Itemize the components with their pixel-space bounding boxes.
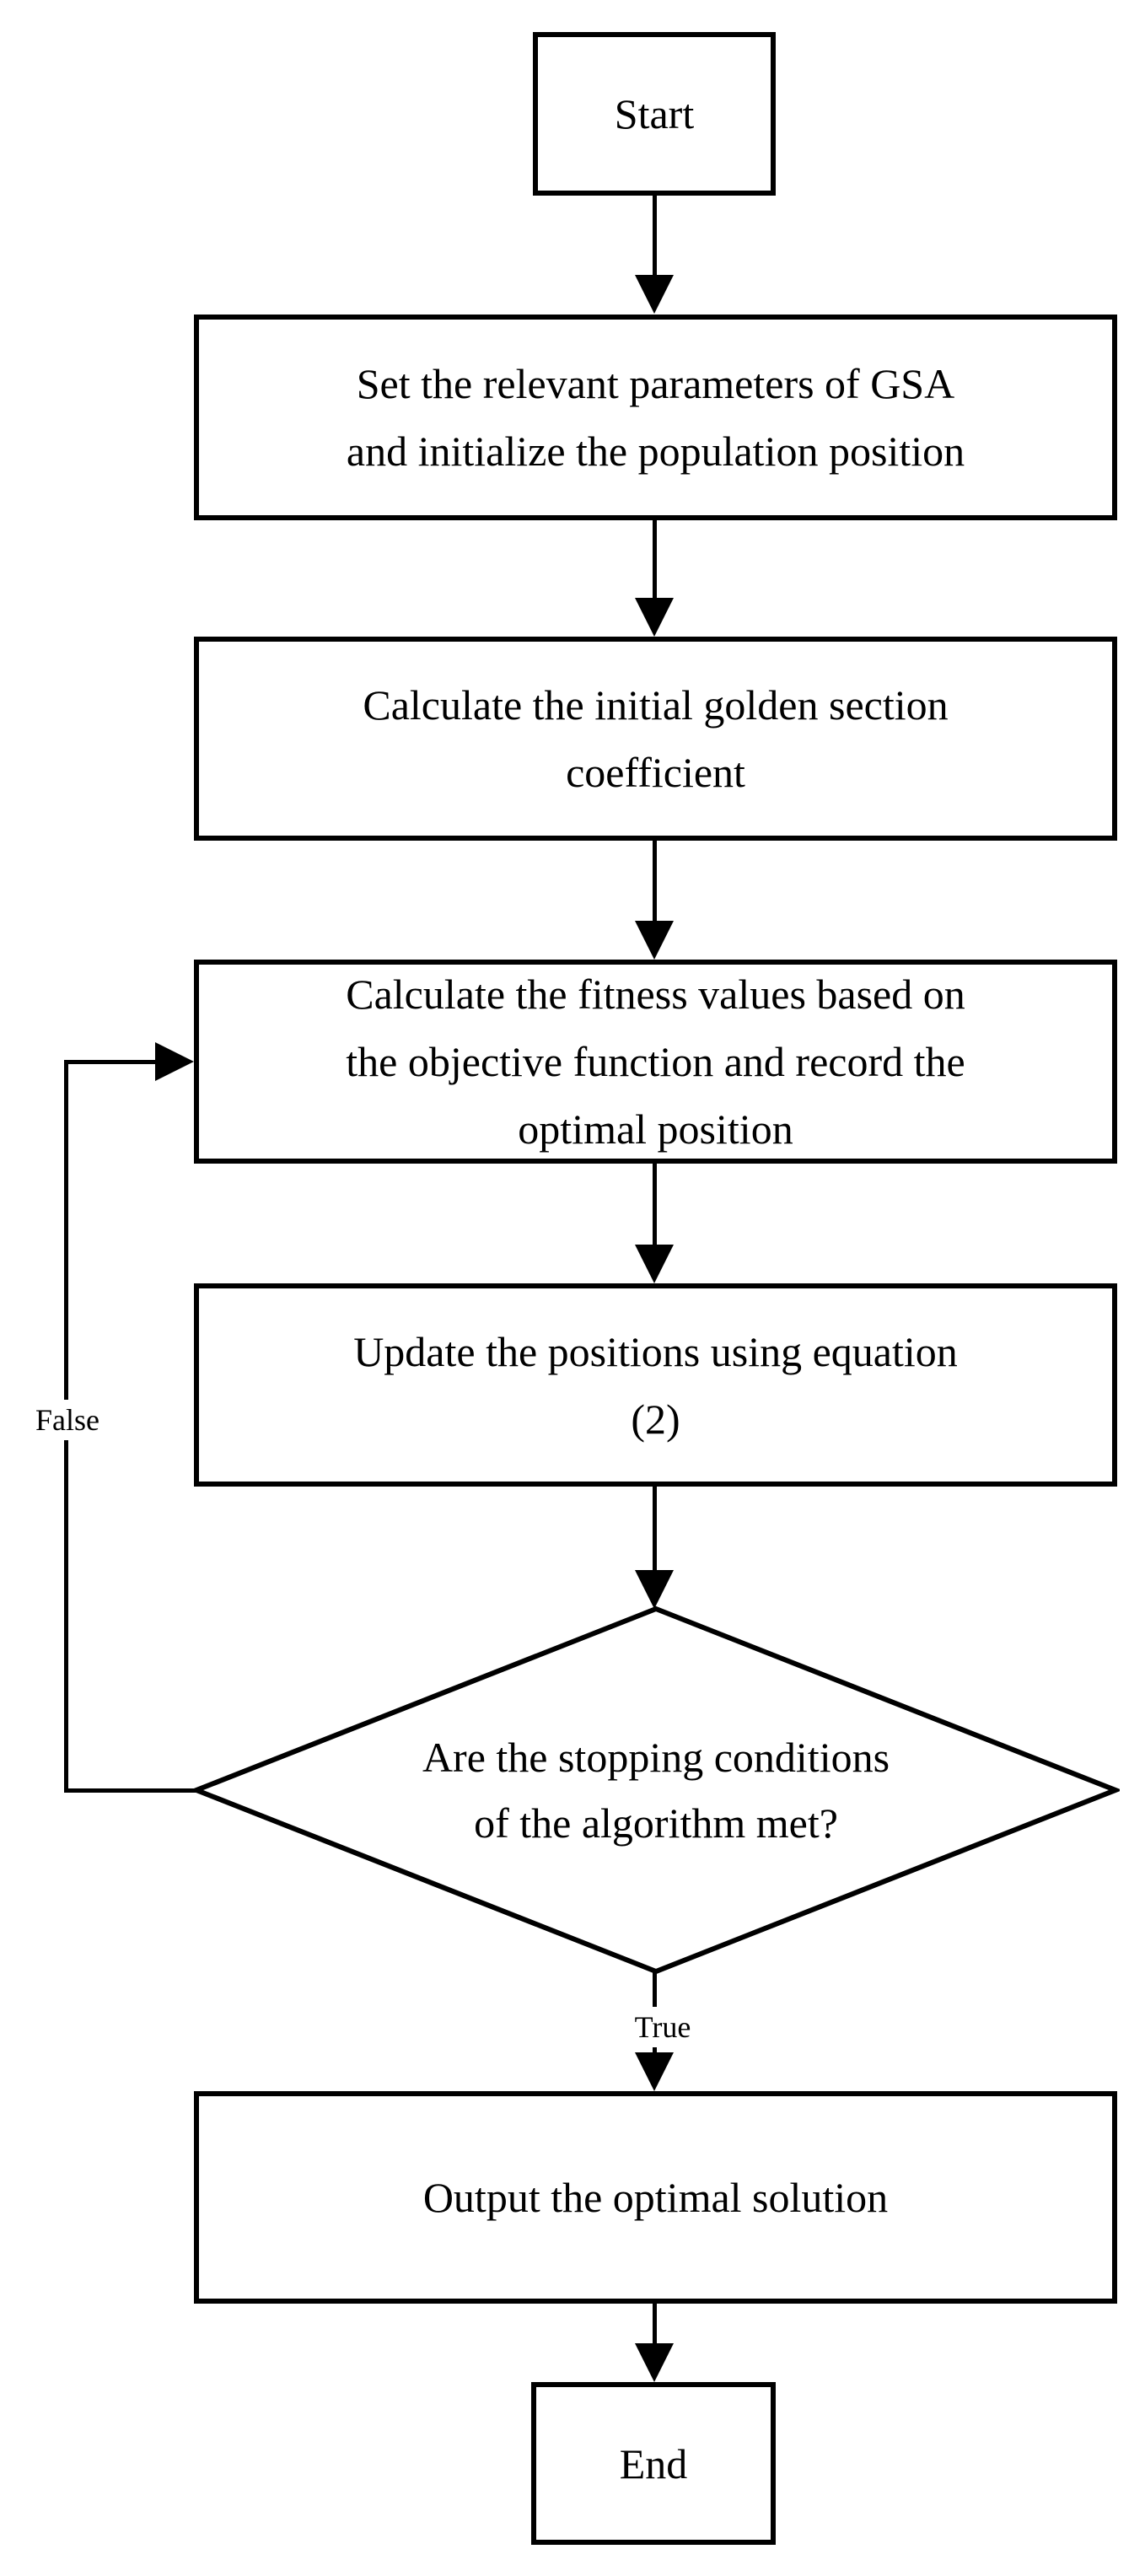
diamond-shape <box>192 1605 1120 1975</box>
arrowhead-down-icon <box>635 1570 674 1609</box>
node-label-line: Are the stopping conditions <box>422 1734 890 1781</box>
node-set-params: Set the relevant parameters of GSA and i… <box>194 315 1117 520</box>
node-start: Start <box>533 32 776 196</box>
arrowhead-down-icon <box>635 275 674 314</box>
arrowhead-down-icon <box>635 598 674 637</box>
edge-fitness-to-update-line <box>653 1164 657 1246</box>
node-label-line: of the algorithm met? <box>474 1799 838 1847</box>
arrowhead-down-icon <box>635 2052 674 2091</box>
node-label-line: optimal position <box>518 1105 793 1153</box>
edge-update-to-decision-line <box>653 1487 657 1574</box>
edge-golden-to-fitness-line <box>653 841 657 922</box>
edge-set-params-to-golden-line <box>653 520 657 600</box>
node-label-line: Set the relevant parameters of GSA <box>356 360 955 407</box>
node-label-line: Calculate the initial golden section <box>363 681 949 729</box>
node-label-line: End <box>619 2439 688 2487</box>
node-label-line: Calculate the fitness values based on <box>346 971 965 1018</box>
arrowhead-down-icon <box>635 1245 674 1283</box>
arrowhead-down-icon <box>635 2343 674 2382</box>
node-label-line: coefficient <box>566 749 745 796</box>
node-label-line: Update the positions using equation <box>353 1327 958 1375</box>
arrowhead-right-icon <box>155 1042 194 1081</box>
edge-label-true: True <box>627 2007 698 2047</box>
decision-label: Are the stopping conditions of the algor… <box>192 1605 1120 1976</box>
edge-false-top-line <box>64 1060 157 1064</box>
node-calc-fitness: Calculate the fitness values based on th… <box>194 960 1117 1164</box>
node-update-positions: Update the positions using equation (2) <box>194 1283 1117 1487</box>
node-label-line: (2) <box>631 1395 680 1443</box>
node-stopping-decision: Are the stopping conditions of the algor… <box>192 1605 1120 1976</box>
node-label-line: the objective function and record the <box>346 1038 965 1085</box>
edge-output-to-end-line <box>653 2304 657 2347</box>
arrowhead-down-icon <box>635 921 674 960</box>
node-output-solution: Output the optimal solution <box>194 2091 1117 2304</box>
node-label-line: and initialize the population position <box>346 428 965 475</box>
edge-start-to-set-params-line <box>653 196 657 280</box>
edge-false-bottom-line <box>64 1788 201 1793</box>
node-label-line: Output the optimal solution <box>422 2174 889 2221</box>
node-end: End <box>531 2382 776 2545</box>
edge-label-false: False <box>29 1400 106 1440</box>
node-label-line: Start <box>614 90 695 137</box>
node-calc-golden-section: Calculate the initial golden section coe… <box>194 637 1117 841</box>
